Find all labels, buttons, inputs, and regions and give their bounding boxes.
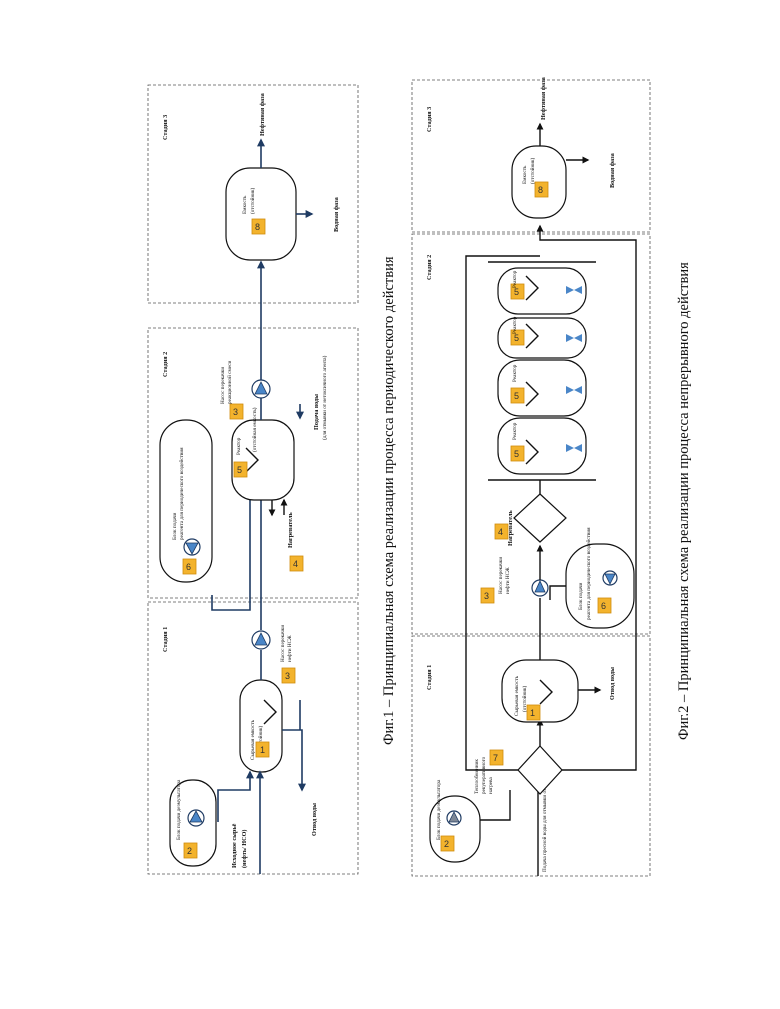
stage-2-label: Стадия 2 (162, 352, 169, 377)
badge-6-text: 6 (186, 562, 191, 572)
water-out-label-2: Отвод воды (609, 667, 616, 700)
reactor-3-label: Реактор (512, 316, 518, 334)
water-in-label: Подача воды (313, 394, 320, 430)
heat-exchanger-label-2: рекуперативного (481, 756, 487, 794)
badge-3a-text: 3 (285, 671, 290, 681)
badge-3b-text: 3 (233, 407, 238, 417)
stage-1-label: Стадия 1 (162, 627, 169, 652)
water-out-label: Отвод воды (311, 803, 318, 836)
heat-exchanger (518, 746, 562, 794)
oil-phase-label-2: Нефтяная фаза (540, 77, 547, 120)
reactor-2-label: Реактор (512, 364, 518, 382)
stage-1-label-2: Стадия 1 (426, 665, 433, 690)
demulsifier-label-2: Блок подачи деэмульгатора (436, 779, 442, 840)
tank-label: Емкость (242, 195, 248, 214)
oil-phase-label: Нефтяная фаза (259, 93, 266, 136)
reagent-block-sub: реагента для периодического воздействия (178, 447, 185, 540)
reagent-block-label: Блок подачи (172, 513, 178, 540)
reagent-label-2: Блок подачи (578, 583, 584, 610)
raw-tank-label: Сырьевая емкость (250, 719, 256, 760)
reactor-4: 5 Реактор (498, 268, 586, 314)
badge-3-f2-text: 3 (484, 591, 489, 601)
figure-1-batch-process: Стадия 1 Стадия 2 Стадия 3 2 Блок подачи… (148, 85, 397, 874)
heater-label: Нагреватель (287, 512, 294, 548)
figure-2-caption: Фиг.2 – Принципиальная схема реализации … (676, 262, 692, 740)
reactor-4-label: Реактор (512, 270, 518, 288)
reagent-block-2 (566, 544, 634, 628)
reactor-1-label: Реактор (512, 422, 518, 440)
reagent-line-2 (550, 586, 566, 600)
badge-1-f2-text: 1 (530, 708, 535, 718)
demulsifier-line (218, 772, 250, 822)
reactor-sub: (отстойная емкость) (251, 407, 258, 452)
badge-4-f2-text: 4 (498, 527, 503, 537)
reactor-1: 5 Реактор (498, 418, 586, 474)
pump-mix-sub: реакционной смеси (226, 361, 233, 404)
water-phase-label: Водная фаза (333, 197, 340, 232)
heater-label-2: Нагреватель (507, 510, 514, 546)
badge-4-text: 4 (293, 559, 298, 569)
pump-oil-sub-2: нефти НСЖ (504, 567, 511, 594)
badge-2-text: 2 (187, 846, 192, 856)
pump-mix-label: Насос перекачки (220, 367, 226, 404)
badge-2-f2-text: 2 (444, 839, 449, 849)
heater-2 (514, 494, 566, 542)
feed-label-2: (нефть/ НСО) (241, 830, 248, 868)
stage-3-label-2: Стадия 3 (426, 107, 433, 132)
badge-5a-text: 5 (514, 449, 519, 459)
reactor-label: Реактор (236, 437, 242, 455)
badge-7-text: 7 (493, 753, 498, 763)
reagent-sub-2: реагента для периодического воздействия (585, 527, 592, 620)
pump-oil-label: Насос перекачки (280, 625, 286, 662)
badge-1-text: 1 (260, 745, 265, 755)
figure-1-caption: Фиг.1 – Принципиальная схема реализации … (381, 256, 397, 745)
badge-5-text: 5 (237, 465, 242, 475)
reactor-3: 5 Реактор (498, 316, 586, 358)
raw-tank-label-2: Сырьевая емкость (514, 675, 520, 716)
demulsifier-block-label: Блок подачи деэмульгатора (176, 779, 182, 840)
stage-3-label: Стадия 3 (162, 115, 169, 140)
reactor-stage2 (232, 420, 294, 500)
heat-exchanger-label-3: нагрева (488, 777, 494, 794)
badge-6-f2-text: 6 (601, 601, 606, 611)
badge-5b-text: 5 (514, 391, 519, 401)
stage-2-label-2: Стадия 2 (426, 255, 433, 280)
tank-sub: (отстойник) (249, 187, 256, 214)
water-out-line (282, 730, 302, 790)
tank-label-2: Емкость (522, 165, 528, 184)
pump-oil-sub: нефти НСЖ (286, 635, 293, 662)
water-phase-label-2: Водная фаза (609, 153, 616, 188)
pump-oil-label-2: Насос перекачки (498, 557, 504, 594)
reactor-2: 5 Реактор (498, 360, 586, 416)
heat-exchanger-label: Теплообменник (473, 759, 480, 794)
tank-sub-2: (отстойник) (529, 157, 536, 184)
tank-stage3 (226, 168, 296, 260)
figure-2-continuous-process: Стадия 1 Стадия 2 Стадия 3 2 Блок подачи… (412, 77, 692, 876)
reagent-block (160, 420, 212, 582)
feed-label: Исходное сырьё (231, 823, 238, 868)
badge-8-f2-text: 8 (538, 185, 543, 195)
badge-8-text: 8 (255, 222, 260, 232)
water-in-sub: (для отмывки от нетоксичного агента) (321, 355, 328, 440)
